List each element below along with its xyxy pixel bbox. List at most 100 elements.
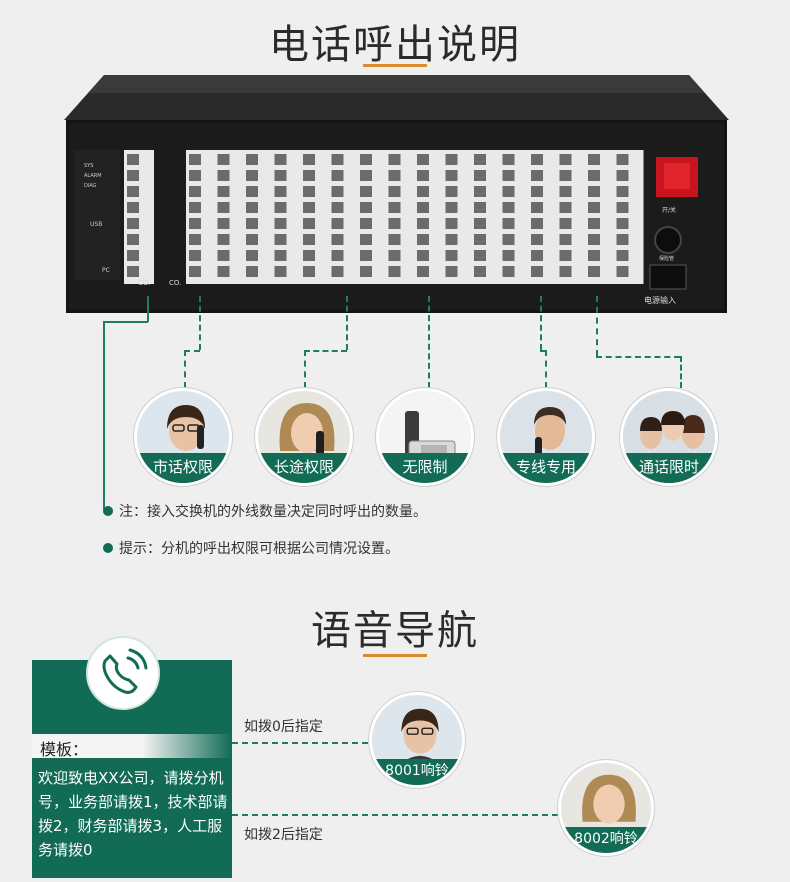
rj-port xyxy=(274,170,287,181)
rj-port xyxy=(502,218,515,229)
circle-long-distance: 长途权限 xyxy=(255,388,353,486)
title-underline-2 xyxy=(363,654,427,657)
rj-port xyxy=(417,186,429,197)
title-underline xyxy=(363,64,427,67)
rj-port xyxy=(303,154,315,165)
rj-port xyxy=(217,202,230,213)
rj-port xyxy=(388,170,401,181)
rj-port xyxy=(274,186,287,197)
circle-unlimited: 无限制 xyxy=(376,388,474,486)
rj-port xyxy=(531,218,543,229)
rj-port xyxy=(474,234,486,245)
note-line: 注：接入交换机的外线数量决定同时呼出的数量。 xyxy=(103,501,427,521)
rj-port xyxy=(531,170,543,181)
rj-port xyxy=(246,154,258,165)
rj-port xyxy=(531,266,543,277)
rj-port xyxy=(588,250,600,261)
rj-port xyxy=(616,266,629,277)
rj-port xyxy=(474,154,486,165)
rj-port xyxy=(189,234,201,245)
label-dedicated-line: 专线专用 xyxy=(500,453,592,483)
diag-label: DIAG xyxy=(84,183,97,189)
tip-line: 提示：分机的呼出权限可根据公司情况设置。 xyxy=(103,538,399,558)
rj-port xyxy=(217,154,230,165)
rj-port xyxy=(502,202,515,213)
rj-port xyxy=(588,186,600,197)
rj-port xyxy=(559,234,572,245)
rj-port xyxy=(274,218,287,229)
rj-port xyxy=(303,170,315,181)
rj-port xyxy=(274,266,287,277)
rj-port xyxy=(616,154,629,165)
rj-port xyxy=(588,218,600,229)
rj-port xyxy=(246,266,258,277)
rj-port xyxy=(502,266,515,277)
rj-port xyxy=(417,202,429,213)
rj-port xyxy=(417,250,429,261)
rj-port xyxy=(616,170,629,181)
rj-port xyxy=(445,250,458,261)
rj-port xyxy=(217,234,230,245)
circle-dedicated-line: 专线专用 xyxy=(497,388,595,486)
rj-port xyxy=(303,234,315,245)
rj-port xyxy=(303,266,315,277)
rj-port xyxy=(246,170,258,181)
rj-port xyxy=(417,154,429,165)
rj-port xyxy=(360,202,372,213)
rj-port xyxy=(559,170,572,181)
rj-port xyxy=(189,266,201,277)
rj-port xyxy=(217,266,230,277)
rj-port xyxy=(388,234,401,245)
pc-label: PC xyxy=(102,267,110,274)
hint-dial-2: 如拨2后指定 xyxy=(244,827,323,843)
phone-badge xyxy=(86,636,160,710)
rj-port xyxy=(274,202,287,213)
rj-port xyxy=(502,154,515,165)
rj-port xyxy=(360,250,372,261)
rj-port xyxy=(445,170,458,181)
rj-port xyxy=(127,170,139,181)
rj-port xyxy=(388,266,401,277)
rj-port xyxy=(246,218,258,229)
rj-port xyxy=(127,154,139,165)
rj-port xyxy=(616,250,629,261)
woman-phone-icon xyxy=(258,391,350,483)
rj-port xyxy=(502,234,515,245)
rj-port xyxy=(388,154,401,165)
rj-port xyxy=(274,234,287,245)
rj-port xyxy=(445,266,458,277)
rj-port xyxy=(588,234,600,245)
rj-port xyxy=(331,234,344,245)
rj-port xyxy=(246,250,258,261)
rj-port xyxy=(127,186,139,197)
rj-port xyxy=(588,202,600,213)
ring-8001-label: 8001响铃 xyxy=(372,759,462,785)
rj-port xyxy=(474,186,486,197)
rj-port xyxy=(189,250,201,261)
power-label: 电源输入 xyxy=(644,296,676,305)
rj-port xyxy=(388,186,401,197)
sys-label: SYS xyxy=(84,163,94,169)
co-label-2: CO. xyxy=(169,279,182,287)
rj-port xyxy=(559,186,572,197)
rj-port xyxy=(474,250,486,261)
label-local-call: 市话权限 xyxy=(137,453,229,483)
bullet-dot xyxy=(103,506,113,516)
rj-port xyxy=(474,218,486,229)
rj-port xyxy=(616,234,629,245)
rj-port xyxy=(559,218,572,229)
rj-port xyxy=(445,202,458,213)
rj-port xyxy=(217,170,230,181)
usb-label: USB xyxy=(90,221,103,228)
template-text: 欢迎致电XX公司，请拨分机号，业务部请拨1，技术部请拨2，财务部请拨3，人工服务… xyxy=(38,769,228,859)
rj-port xyxy=(217,250,230,261)
dash-line-2 xyxy=(232,814,558,816)
label-unlimited: 无限制 xyxy=(379,453,471,483)
phone-call-icon xyxy=(102,648,148,694)
circle-time-limit: 通话限时 xyxy=(620,388,718,486)
rj-port xyxy=(474,202,486,213)
rj-port xyxy=(474,266,486,277)
section-title-calls: 电话呼出说明 xyxy=(269,22,521,68)
rj-port xyxy=(417,218,429,229)
rj-port xyxy=(246,186,258,197)
